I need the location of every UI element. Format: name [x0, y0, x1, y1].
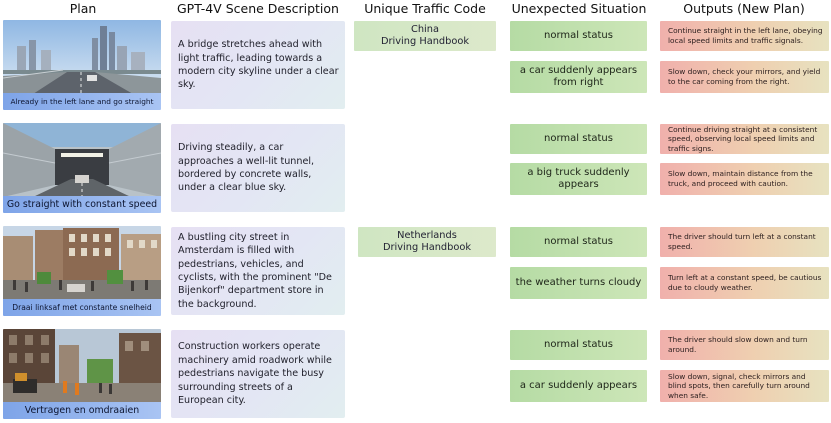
situation-box: normal status: [510, 21, 647, 51]
header-scene-description: GPT-4V Scene Description: [177, 1, 339, 16]
scene-description: A bustling city street in Amsterdam is f…: [171, 227, 345, 315]
traffic-code-handbook: Driving Handbook: [382, 242, 472, 253]
header-traffic-code: Unique Traffic Code: [364, 1, 486, 16]
plan-caption: Vertragen en omdraaien: [3, 402, 161, 419]
scene-description-text: A bridge stretches ahead with light traf…: [178, 39, 339, 91]
amsterdam-street-image: [3, 226, 161, 300]
traffic-code-netherlands: Netherlands Driving Handbook: [358, 227, 496, 257]
traffic-code-china: China Driving Handbook: [354, 21, 496, 51]
situation-text: normal status: [544, 338, 613, 350]
output-box: Continue straight in the left lane, obey…: [660, 21, 829, 51]
traffic-code-handbook: Driving Handbook: [380, 36, 470, 47]
scene-description: A bridge stretches ahead with light traf…: [171, 21, 345, 109]
situation-box: normal status: [510, 124, 647, 154]
roadwork-street-image: [3, 329, 161, 403]
situation-text: normal status: [544, 132, 613, 144]
scene-image-roadwork: Vertragen en omdraaien: [3, 329, 161, 419]
scene-description: Construction workers operate machinery a…: [171, 330, 345, 418]
traffic-code-country: China: [411, 24, 439, 35]
situation-text: a car suddenly appears from right: [519, 64, 638, 89]
situation-box: the weather turns cloudy: [510, 267, 647, 299]
output-box: Turn left at a constant speed, be cautio…: [660, 267, 829, 299]
output-text: The driver should slow down and turn aro…: [668, 335, 808, 354]
output-text: The driver should turn left at a constan…: [668, 232, 816, 251]
situation-text: the weather turns cloudy: [515, 276, 642, 288]
situation-box: a big truck suddenly appears: [510, 163, 647, 195]
output-text: Slow down, signal, check mirrors and bli…: [668, 371, 810, 400]
output-box: Slow down, signal, check mirrors and bli…: [660, 370, 829, 402]
output-text: Turn left at a constant speed, be cautio…: [668, 273, 822, 292]
scene-description-text: Driving steadily, a car approaches a wel…: [178, 142, 315, 194]
situation-text: normal status: [544, 235, 613, 247]
output-box: Slow down, maintain distance from the tr…: [660, 163, 829, 195]
situation-text: normal status: [544, 29, 613, 41]
scene-description-text: Construction workers operate machinery a…: [178, 341, 332, 407]
output-box: Continue driving straight at a consisten…: [660, 124, 829, 154]
plan-caption: Draai linksaf met constante snelheid: [3, 299, 161, 316]
tunnel-road-image: [3, 123, 161, 197]
plan-caption: Go straight with constant speed: [3, 196, 161, 213]
output-box: The driver should turn left at a constan…: [660, 227, 829, 257]
output-box: The driver should slow down and turn aro…: [660, 330, 829, 360]
situation-text: a big truck suddenly appears: [527, 166, 630, 191]
situation-box: normal status: [510, 330, 647, 360]
situation-box: normal status: [510, 227, 647, 257]
header-unexpected-situation: Unexpected Situation: [511, 1, 647, 16]
scene-image-tunnel: Go straight with constant speed: [3, 123, 161, 213]
situation-box: a car suddenly appears from right: [510, 61, 647, 93]
situation-box: a car suddenly appears: [510, 370, 647, 402]
scene-description: Driving steadily, a car approaches a wel…: [171, 124, 345, 212]
output-box: Slow down, check your mirrors, and yield…: [660, 61, 829, 93]
bridge-city-skyline-image: [3, 20, 161, 94]
header-plan: Plan: [69, 1, 97, 16]
plan-caption: Already in the left lane and go straight: [3, 93, 161, 110]
output-text: Continue driving straight at a consisten…: [668, 124, 818, 153]
output-text: Slow down, check your mirrors, and yield…: [668, 67, 821, 86]
output-text: Slow down, maintain distance from the tr…: [668, 169, 813, 188]
traffic-code-country: Netherlands: [397, 230, 457, 241]
scene-image-amsterdam-street: Draai linksaf met constante snelheid: [3, 226, 161, 316]
scene-description-text: A bustling city street in Amsterdam is f…: [178, 231, 332, 310]
scene-image-bridge: Already in the left lane and go straight: [3, 20, 161, 110]
output-text: Continue straight in the left lane, obey…: [668, 26, 823, 45]
header-outputs: Outputs (New Plan): [683, 1, 805, 16]
situation-text: a car suddenly appears: [519, 379, 638, 391]
